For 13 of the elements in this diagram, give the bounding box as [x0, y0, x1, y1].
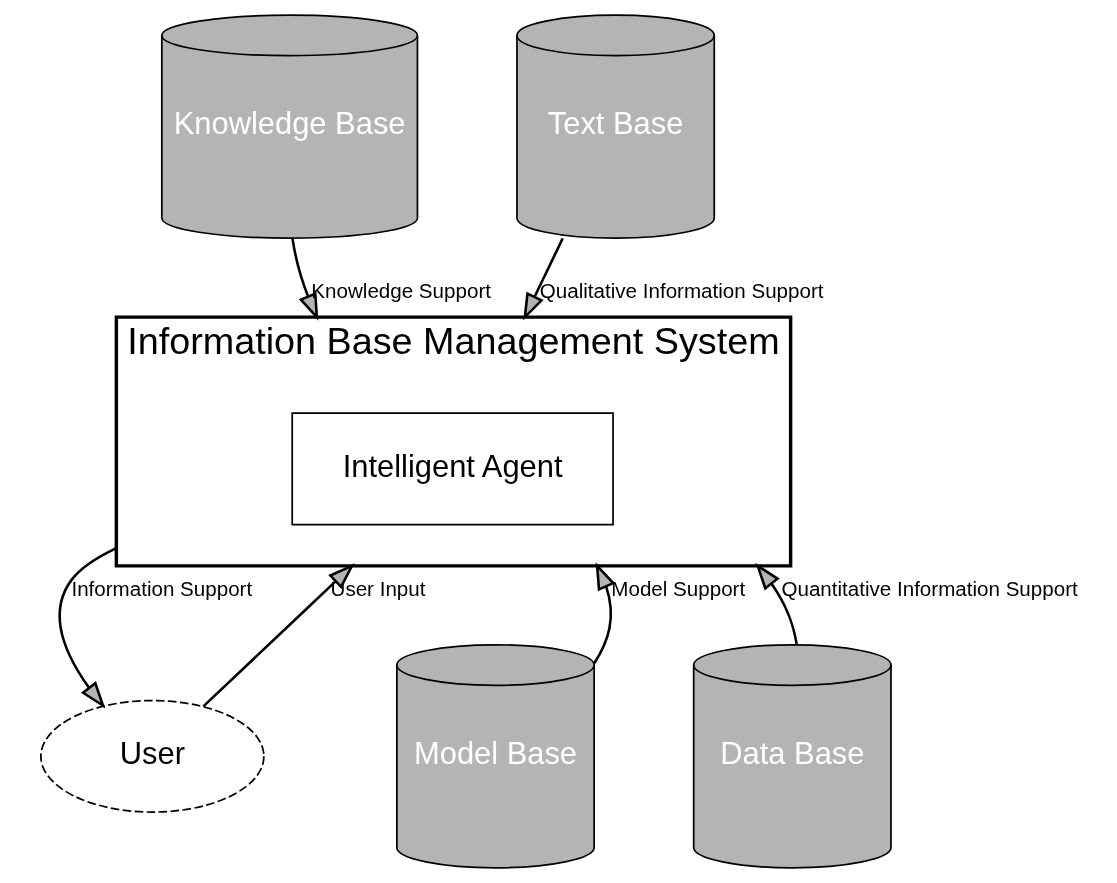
arrow: [592, 562, 615, 664]
arrow: [754, 562, 798, 645]
node-box: Intelligent Agent: [290, 412, 614, 526]
edge-label: Knowledge Support: [310, 278, 491, 302]
edge-label: Information Support: [70, 577, 252, 601]
edge-label: Model Support: [610, 577, 745, 601]
arrow: [290, 238, 318, 321]
edge-label: Qualitative Information Support: [539, 278, 824, 302]
arrow: [522, 237, 564, 321]
edge-label: Quantitative Information Support: [780, 577, 1078, 601]
node-ellipse: User: [39, 699, 265, 813]
arrow: [201, 563, 355, 708]
arrow: [58, 546, 117, 709]
